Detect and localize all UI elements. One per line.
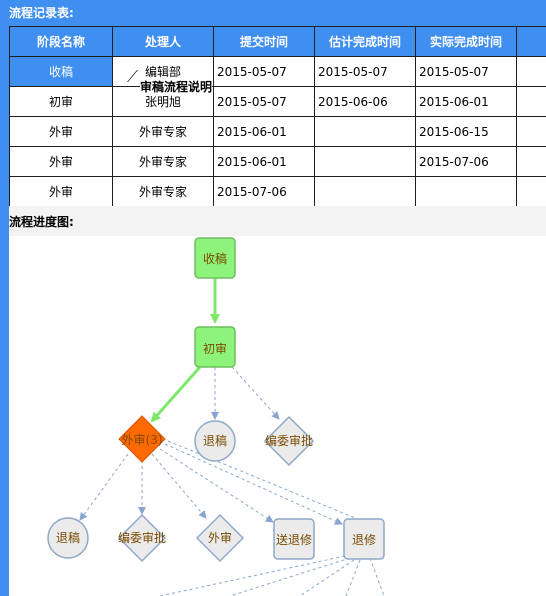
- edge-revision-out-5: [369, 557, 385, 596]
- cell-extra: [516, 86, 546, 117]
- chart-header-bar: [0, 206, 546, 236]
- column-header-submit-time: 提交时间: [213, 26, 315, 57]
- cell-submit: 2015-06-01: [213, 146, 315, 177]
- node-external-review[interactable]: 外审(3): [118, 415, 166, 463]
- column-header-actual-time: 实际完成时间: [415, 26, 517, 57]
- node-revision-label: 退修: [352, 532, 376, 547]
- cell-extra: [516, 146, 546, 177]
- cell-actual: 2015-06-01: [415, 86, 517, 117]
- cell-submit: 2015-05-07: [213, 86, 315, 117]
- node-first-review[interactable]: 初审: [194, 326, 236, 368]
- node-send-revision-label: 送退修: [276, 532, 312, 547]
- cell-actual: 2015-07-06: [415, 146, 517, 177]
- node-committee-2-label: 编委审批: [118, 530, 166, 545]
- edge-first-review-committee: [231, 366, 280, 420]
- node-committee-2[interactable]: 编委审批: [117, 513, 167, 563]
- cell-extra: [516, 56, 546, 87]
- records-section-title: 流程记录表:: [9, 6, 74, 20]
- column-header-stage: 阶段名称: [9, 26, 113, 57]
- flow-edges: [79, 278, 385, 596]
- cell-stage[interactable]: 外审: [9, 116, 113, 147]
- edge-external-revision: [164, 443, 343, 525]
- cell-submit: 2015-06-01: [213, 116, 315, 147]
- table-row[interactable]: 初审 张明旭 2015-05-07 2015-06-06 2015-06-01: [9, 86, 546, 117]
- cell-handler: 外审专家: [112, 116, 214, 147]
- cell-estimate: [314, 116, 416, 147]
- node-committee-1-label: 编委审批: [265, 433, 313, 448]
- node-receive[interactable]: 收稿: [194, 237, 236, 279]
- cell-extra: [516, 116, 546, 147]
- edge-revision-out-2: [229, 557, 351, 596]
- records-header-bar: [0, 0, 546, 26]
- table-row[interactable]: 外审 外审专家 2015-07-06: [9, 176, 546, 207]
- table-row[interactable]: 外审 外审专家 2015-06-01 2015-06-15: [9, 116, 546, 147]
- cell-submit: 2015-05-07: [213, 56, 315, 87]
- edge-revision-out-1: [159, 555, 346, 596]
- column-header-estimate-time: 估计完成时间: [314, 26, 416, 57]
- cell-estimate: [314, 176, 416, 207]
- edge-revision-out-3: [299, 559, 355, 596]
- node-external-2-label: 外审: [208, 530, 232, 545]
- node-reject-1[interactable]: 退稿: [194, 420, 236, 462]
- node-external-2[interactable]: 外审: [195, 513, 245, 563]
- edge-external-reject: [79, 453, 129, 521]
- table-row[interactable]: 收稿 编辑部 2015-05-07 2015-05-07 2015-05-07: [9, 56, 546, 87]
- cell-handler: 外审专家: [112, 176, 214, 207]
- node-receive-label: 收稿: [203, 251, 227, 266]
- edge-external-revision-2: [167, 440, 361, 521]
- cell-estimate: 2015-06-06: [314, 86, 416, 117]
- records-header-row: 阶段名称 处理人 提交时间 估计完成时间 实际完成时间: [9, 26, 546, 57]
- edge-external-send-revision: [159, 448, 274, 523]
- node-committee-1[interactable]: 编委审批: [263, 415, 315, 467]
- cell-extra: [516, 176, 546, 207]
- column-header-extra: [516, 26, 546, 57]
- cell-actual: 2015-05-07: [415, 56, 517, 87]
- cell-submit: 2015-07-06: [213, 176, 315, 207]
- table-row[interactable]: 外审 外审专家 2015-06-01 2015-07-06: [9, 146, 546, 177]
- cell-stage[interactable]: 收稿: [9, 56, 113, 87]
- node-send-revision[interactable]: 送退修: [273, 518, 315, 560]
- edge-revision-out-4: [345, 559, 361, 596]
- column-header-handler: 处理人: [112, 26, 214, 57]
- chart-section-title: 流程进度图:: [9, 215, 74, 229]
- cell-estimate: 2015-05-07: [314, 56, 416, 87]
- cell-stage[interactable]: 外审: [9, 146, 113, 177]
- node-reject-2[interactable]: 退稿: [47, 517, 89, 559]
- node-reject-1-label: 退稿: [203, 433, 227, 448]
- edge-external-external2: [151, 453, 207, 519]
- cell-estimate: [314, 146, 416, 177]
- cell-actual: [415, 176, 517, 207]
- cell-stage[interactable]: 外审: [9, 176, 113, 207]
- cell-handler: 外审专家: [112, 146, 214, 177]
- edge-first-review-external: [150, 366, 202, 423]
- left-frame-border-lower: [0, 206, 9, 596]
- flow-progress-diagram: 收稿 初审 外审(3) 退稿 编委审批 退稿 编委审批 外审 送退修 退修: [47, 237, 385, 596]
- cell-stage[interactable]: 初审: [9, 86, 113, 117]
- records-table: 阶段名称 处理人 提交时间 估计完成时间 实际完成时间 收稿 编辑部 2015-…: [9, 26, 546, 207]
- node-external-review-label: 外审(3): [122, 432, 163, 447]
- node-reject-2-label: 退稿: [56, 530, 80, 545]
- cell-actual: 2015-06-15: [415, 116, 517, 147]
- node-revision[interactable]: 退修: [343, 518, 385, 560]
- tooltip-text: 审稿流程说明: [140, 78, 213, 95]
- node-first-review-label: 初审: [203, 341, 227, 356]
